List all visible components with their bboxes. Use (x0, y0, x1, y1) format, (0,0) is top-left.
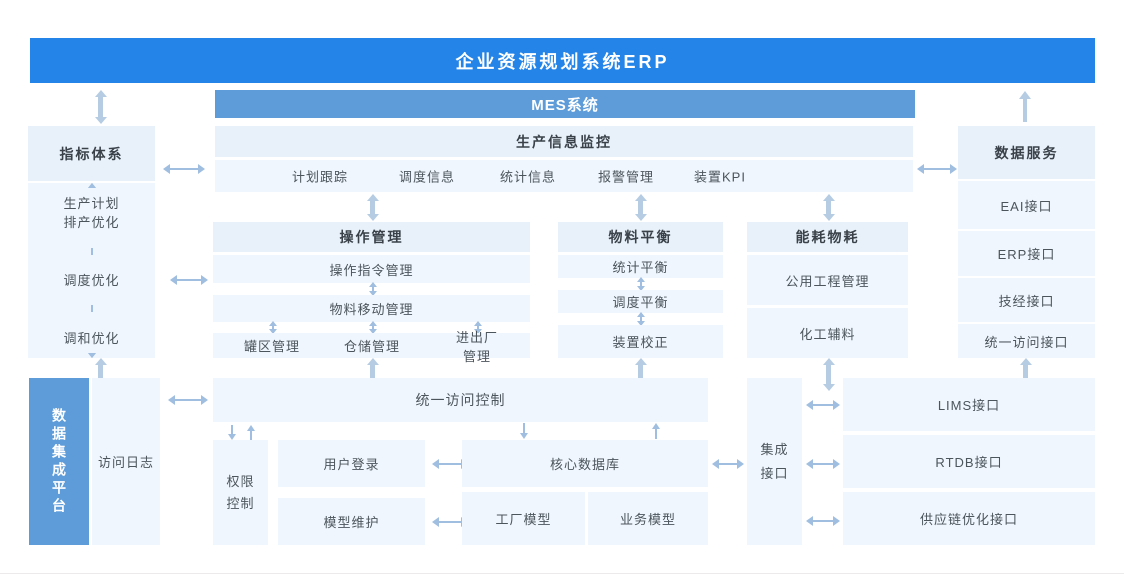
bottom-divider (0, 573, 1124, 574)
mes-band: MES系统 (215, 90, 915, 118)
access-log-box: 访问日志 (92, 378, 160, 545)
coredb-integration-arrow (712, 458, 744, 469)
indicator-item-production-plan: 生产计划 排产优化 (63, 195, 120, 230)
monitor-item-unit-kpi: 装置KPI (694, 169, 746, 185)
monitor-item-statistics-info: 统计信息 (499, 169, 557, 185)
integration-lims-arrow (806, 399, 840, 410)
material-row-unit-calib: 装置校正 (558, 325, 723, 358)
coredb-access-up-arrow (651, 423, 660, 439)
material-internal-arrow-2 (636, 312, 645, 326)
material-internal-arrow-1 (636, 277, 645, 291)
data-integration-platform: 数据集成平台 (29, 378, 89, 545)
indicator-item-dispatch-opt: 调度优化 (63, 273, 120, 289)
core-database-box: 核心数据库 (462, 440, 708, 487)
dataservice-row-unified-access: 统一访问接口 (958, 324, 1095, 358)
monitor-operation-arrow (366, 194, 379, 221)
operation-sub-row: 罐区管理 仓储管理 进出厂管理 (213, 330, 530, 364)
energy-header: 能耗物耗 (747, 222, 908, 252)
operation-sub-inout: 进出厂管理 (455, 329, 498, 364)
indicator-internal-arrow-2 (87, 300, 96, 318)
material-title: 物料平衡 (608, 229, 673, 245)
material-header: 物料平衡 (558, 222, 723, 252)
erp-banner-title: 企业资源规划系统ERP (455, 51, 670, 72)
operation-row-material-move: 物料移动管理 (213, 295, 530, 322)
operation-sub-arrow-2 (368, 321, 377, 334)
operation-row-instruction: 操作指令管理 (213, 255, 530, 283)
indicator-erp-arrow (94, 90, 107, 124)
rtdb-interface-box: RTDB接口 (843, 435, 1095, 488)
permission-access-up-arrow (246, 425, 255, 440)
erp-banner: 企业资源规划系统ERP (30, 38, 1095, 83)
model-factory-arrow (432, 516, 468, 527)
access-permission-down-arrow (227, 425, 236, 440)
monitor-item-dispatch-info: 调度信息 (398, 169, 456, 185)
dataservice-erp-arrow (1019, 91, 1031, 122)
model-maintenance-box: 模型维护 (278, 498, 425, 545)
energy-row-utility: 公用工程管理 (747, 255, 908, 305)
indicator-item-blending-opt: 调和优化 (63, 331, 120, 347)
operation-title: 操作管理 (339, 229, 404, 245)
access-coredb-down-arrow (519, 423, 528, 439)
monitor-items-band: 计划跟踪 调度信息 统计信息 报警管理 装置KPI (215, 160, 913, 192)
dataservice-row-eai: EAI接口 (958, 181, 1095, 229)
operation-internal-arrow-1 (368, 282, 377, 296)
material-row-statistic: 统计平衡 (558, 255, 723, 278)
monitor-dataservice-arrow (917, 163, 957, 174)
operation-header: 操作管理 (213, 222, 530, 252)
operation-sub-tank: 罐区管理 (243, 339, 301, 354)
monitor-item-plan-tracking: 计划跟踪 (291, 169, 349, 185)
supply-chain-interface-box: 供应链优化接口 (843, 492, 1095, 545)
mes-band-title: MES系统 (531, 96, 599, 114)
login-coredb-arrow (432, 458, 468, 469)
integration-rtdb-arrow (806, 458, 840, 469)
indicator-header: 指标体系 (28, 126, 155, 181)
energy-title: 能耗物耗 (795, 229, 860, 245)
operation-sub-arrow-1 (268, 321, 277, 334)
dataservice-row-techecon: 技经接口 (958, 278, 1095, 322)
access-control-band: 统一访问控制 (213, 378, 708, 422)
dataservice-header: 数据服务 (958, 126, 1095, 179)
integration-sco-arrow (806, 515, 840, 526)
indicator-body: 生产计划 排产优化 调度优化 调和优化 (28, 183, 155, 358)
material-row-dispatch: 调度平衡 (558, 290, 723, 313)
integration-interface-box: 集成 接口 (747, 378, 802, 545)
user-login-box: 用户登录 (278, 440, 425, 487)
lims-interface-box: LIMS接口 (843, 378, 1095, 431)
operation-sub-warehouse: 仓储管理 (343, 339, 401, 354)
energy-bottom-arrow (822, 358, 835, 391)
log-access-control-arrow (168, 394, 208, 405)
dataservice-title: 数据服务 (994, 144, 1059, 161)
permission-control-box: 权限 控制 (213, 440, 268, 545)
indicator-internal-arrow-1 (87, 242, 96, 260)
indicator-title: 指标体系 (59, 145, 124, 162)
monitor-item-alarm-mgmt: 报警管理 (597, 169, 655, 185)
monitor-title-band: 生产信息监控 (215, 126, 913, 157)
indicator-monitor-arrow (163, 163, 205, 174)
energy-row-auxiliary: 化工辅料 (747, 308, 908, 358)
monitor-energy-arrow (822, 194, 835, 221)
business-model-box: 业务模型 (588, 492, 708, 545)
indicator-operation-arrow (170, 274, 208, 285)
monitor-material-arrow (634, 194, 647, 221)
monitor-title: 生产信息监控 (516, 133, 612, 150)
factory-model-box: 工厂模型 (462, 492, 585, 545)
dataservice-row-erp: ERP接口 (958, 231, 1095, 276)
operation-sub-arrow-3 (473, 321, 482, 334)
